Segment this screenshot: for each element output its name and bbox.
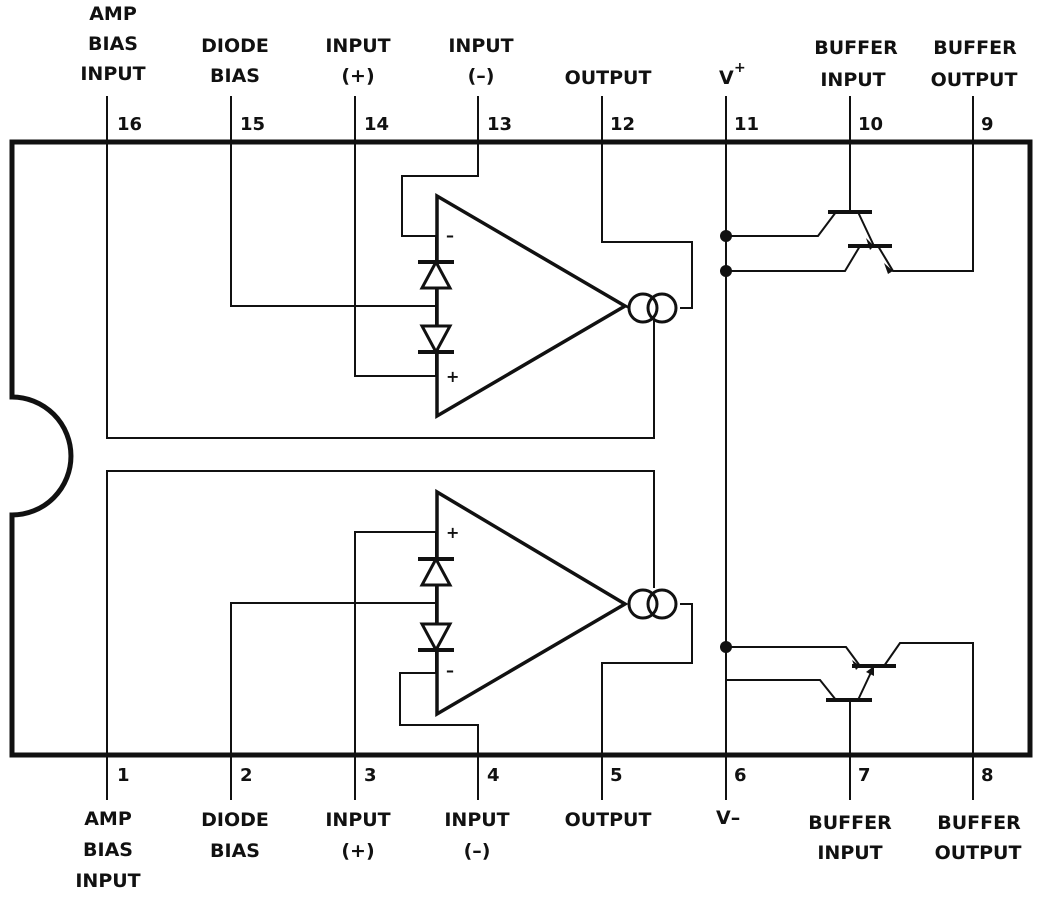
pin-1-label: AMP BIAS INPUT	[75, 808, 140, 892]
top-amp-inverting-sign: –	[446, 226, 454, 245]
top-pin-leads	[106, 96, 974, 142]
svg-text:(–): (–)	[468, 65, 495, 87]
svg-text:BIAS: BIAS	[88, 33, 138, 55]
svg-text:BIAS: BIAS	[83, 839, 133, 861]
pin-number-15: 15	[240, 114, 265, 135]
pin-9-label: BUFFER OUTPUT	[931, 37, 1018, 91]
svg-text:INPUT: INPUT	[75, 870, 140, 892]
pin-14-label: INPUT (+)	[325, 35, 390, 87]
pin-number-8: 8	[981, 765, 994, 786]
pin-number-6: 6	[734, 765, 747, 786]
svg-text:OUTPUT: OUTPUT	[565, 67, 652, 89]
svg-text:INPUT: INPUT	[325, 35, 390, 57]
pin-number-12: 12	[610, 114, 635, 135]
pin-2-label: DIODE BIAS	[201, 809, 269, 862]
pin-number-2: 2	[240, 765, 253, 786]
pin-5-label: OUTPUT	[565, 809, 652, 831]
svg-text:+: +	[734, 60, 746, 76]
svg-text:INPUT: INPUT	[448, 35, 513, 57]
svg-text:AMP: AMP	[84, 808, 132, 830]
svg-text:(–): (–)	[464, 840, 491, 862]
bottom-op-amp	[435, 488, 629, 718]
bottom-amp-inverting-sign: –	[446, 661, 454, 680]
svg-text:OUTPUT: OUTPUT	[931, 69, 1018, 91]
top-buffer-transistors	[726, 142, 974, 274]
svg-text:BIAS: BIAS	[210, 65, 260, 87]
svg-text:(+): (+)	[341, 65, 374, 87]
top-amplifier-section	[106, 142, 693, 439]
pin-3-label: INPUT (+)	[325, 809, 390, 862]
pin-number-16: 16	[117, 114, 142, 135]
svg-text:BUFFER: BUFFER	[937, 812, 1021, 834]
bottom-diode-upper	[419, 555, 453, 587]
pin-number-4: 4	[487, 765, 500, 786]
pin-13-label: INPUT (–)	[448, 35, 513, 87]
pin-number-13: 13	[487, 114, 512, 135]
pin-number-9: 9	[981, 114, 994, 135]
supply-and-buffers	[720, 142, 974, 755]
bottom-diode-lower	[419, 622, 453, 654]
svg-text:OUTPUT: OUTPUT	[935, 842, 1022, 864]
svg-text:INPUT: INPUT	[444, 809, 509, 831]
svg-text:V–: V–	[716, 807, 740, 829]
pin-number-7: 7	[858, 765, 871, 786]
bottom-amp-noninverting-sign: +	[446, 523, 459, 542]
pin-number-3: 3	[364, 765, 377, 786]
pin-12-label: OUTPUT	[565, 67, 652, 89]
bottom-amplifier-section	[106, 470, 693, 755]
bottom-buffer-transistors	[725, 642, 974, 755]
pin-number-10: 10	[858, 114, 883, 135]
top-op-amp	[435, 192, 629, 420]
top-diode-upper	[419, 258, 453, 290]
pin-10-label: BUFFER INPUT	[814, 37, 898, 91]
top-diode-lower	[419, 324, 453, 356]
bottom-pin-leads	[106, 755, 974, 800]
pin-4-label: INPUT (–)	[444, 809, 509, 862]
svg-text:BUFFER: BUFFER	[933, 37, 1017, 59]
svg-text:BIAS: BIAS	[210, 840, 260, 862]
pin-6-label: V–	[716, 807, 740, 829]
svg-text:V: V	[719, 67, 734, 89]
pin-number-14: 14	[364, 114, 389, 135]
svg-text:OUTPUT: OUTPUT	[565, 809, 652, 831]
svg-text:INPUT: INPUT	[80, 63, 145, 85]
svg-text:BUFFER: BUFFER	[808, 812, 892, 834]
pin-8-label: BUFFER OUTPUT	[935, 812, 1022, 864]
pin-11-label: V +	[719, 60, 746, 89]
svg-text:(+): (+)	[341, 840, 374, 862]
pin-15-label: DIODE BIAS	[201, 35, 269, 87]
svg-text:DIODE: DIODE	[201, 35, 269, 57]
pin-number-11: 11	[734, 114, 759, 135]
svg-text:INPUT: INPUT	[820, 69, 885, 91]
svg-text:INPUT: INPUT	[817, 842, 882, 864]
svg-text:AMP: AMP	[89, 3, 137, 25]
top-amp-noninverting-sign: +	[446, 367, 459, 386]
pin-number-5: 5	[610, 765, 623, 786]
svg-text:INPUT: INPUT	[325, 809, 390, 831]
pin-7-label: BUFFER INPUT	[808, 812, 892, 864]
svg-text:BUFFER: BUFFER	[814, 37, 898, 59]
pin-number-1: 1	[117, 765, 130, 786]
pin-16-label: AMP BIAS INPUT	[80, 3, 145, 85]
ic-package-body	[9, 139, 1033, 758]
svg-text:DIODE: DIODE	[201, 809, 269, 831]
